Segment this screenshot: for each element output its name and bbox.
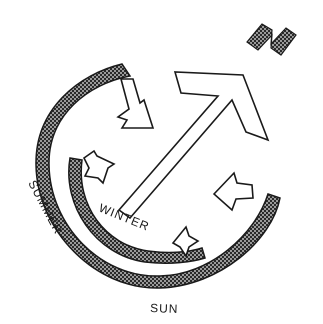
sun-label: SUN <box>150 301 179 316</box>
sun-ray-arrow-icon <box>214 173 253 210</box>
sun-ray-arrow-icon <box>84 151 114 183</box>
north-letter-icon <box>247 24 296 55</box>
sun-ray-arrow-icon <box>118 79 153 128</box>
